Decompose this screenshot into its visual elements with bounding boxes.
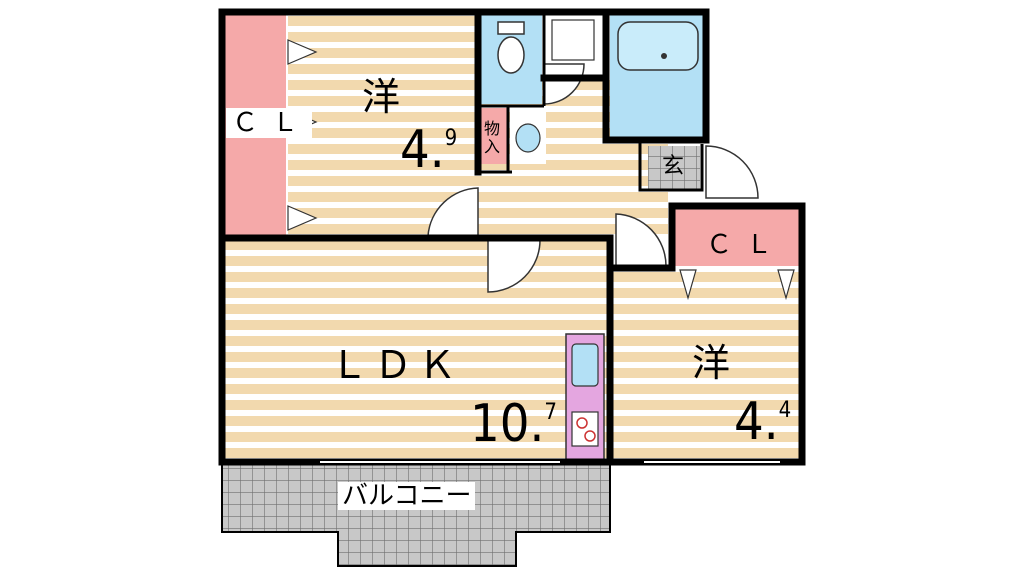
size-int: 4. — [734, 392, 779, 452]
size-dec: 4 — [778, 398, 792, 423]
walls — [218, 8, 806, 466]
drain-icon — [661, 53, 667, 59]
burner-icon — [584, 430, 596, 442]
toilet-tank-icon — [497, 21, 525, 35]
western-room-2-floor — [610, 270, 802, 462]
entrance-floor — [648, 146, 700, 190]
western-room-1-label: 洋 — [362, 75, 401, 119]
size-int: 4. — [400, 120, 445, 180]
door-swing — [487, 239, 541, 293]
door-swing — [543, 63, 585, 105]
western-room-2-size: 4.4 — [734, 396, 791, 448]
size-dec: 9 — [444, 126, 458, 151]
closet-2-label: ＣＬ — [706, 230, 787, 260]
ldk-size: 10.7 — [470, 398, 557, 450]
closet-2 — [672, 206, 802, 266]
storage — [480, 108, 508, 164]
stove-icon — [571, 411, 599, 447]
thin-walls — [478, 14, 704, 192]
closet-door — [679, 269, 795, 301]
balcony-label: バルコニー — [338, 482, 476, 510]
storage-label: 物 入 — [484, 119, 501, 156]
sink-icon — [571, 343, 599, 387]
ldk-label: ＬＤＫ — [330, 343, 463, 387]
ldk-floor — [222, 240, 610, 462]
closet-1-label: ＣＬ — [226, 108, 313, 138]
entrance-label: 玄 — [662, 154, 685, 179]
burner-icon — [576, 417, 588, 429]
washer-pan — [551, 19, 595, 61]
western-room-1-size: 4.9 — [400, 124, 457, 176]
size-dec: 7 — [544, 400, 557, 425]
balcony — [221, 461, 611, 567]
size-int: 10. — [470, 394, 545, 454]
toilet-icon — [497, 36, 525, 74]
western-room-1-floor — [288, 14, 478, 236]
bathtub-icon — [617, 21, 699, 71]
door-swing — [705, 145, 759, 199]
western-room-2-label: 洋 — [692, 341, 731, 385]
basin-icon — [515, 123, 541, 153]
